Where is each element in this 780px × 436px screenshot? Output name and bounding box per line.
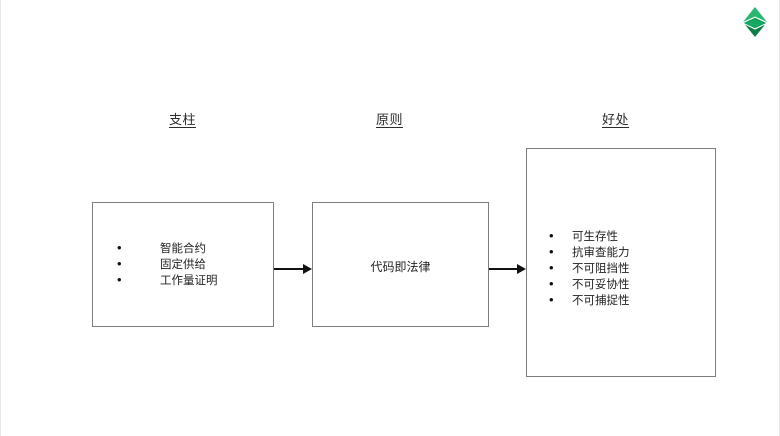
box-principles: 代码即法律	[312, 202, 489, 327]
list-item: 工作量证明	[93, 272, 273, 289]
pillars-list: 智能合约 固定供给 工作量证明	[93, 240, 273, 289]
heading-pillars: 支柱	[169, 112, 197, 127]
arrow-head-icon	[517, 264, 526, 274]
list-item: 固定供给	[93, 256, 273, 273]
ethereum-classic-logo	[742, 7, 768, 37]
list-item: 可生存性	[527, 228, 715, 245]
benefits-list: 可生存性 抗审查能力 不可阻挡性 不可妥协性 不可捕捉性	[527, 228, 715, 309]
arrow-pillars-to-principles	[274, 264, 312, 274]
box-benefits: 可生存性 抗审查能力 不可阻挡性 不可妥协性 不可捕捉性	[526, 148, 716, 377]
list-item: 不可捕捉性	[527, 292, 715, 309]
list-item: 智能合约	[93, 240, 273, 257]
arrow-shaft	[274, 268, 304, 270]
arrow-head-icon	[303, 264, 312, 274]
heading-principles: 原则	[376, 112, 404, 127]
list-item: 抗审查能力	[527, 244, 715, 261]
principles-text: 代码即法律	[370, 260, 431, 274]
box-pillars: 智能合约 固定供给 工作量证明	[92, 202, 274, 327]
arrow-principles-to-benefits	[489, 264, 526, 274]
list-item: 不可妥协性	[527, 276, 715, 293]
list-item: 不可阻挡性	[527, 260, 715, 277]
heading-benefits: 好处	[602, 112, 630, 127]
arrow-shaft	[489, 268, 518, 270]
